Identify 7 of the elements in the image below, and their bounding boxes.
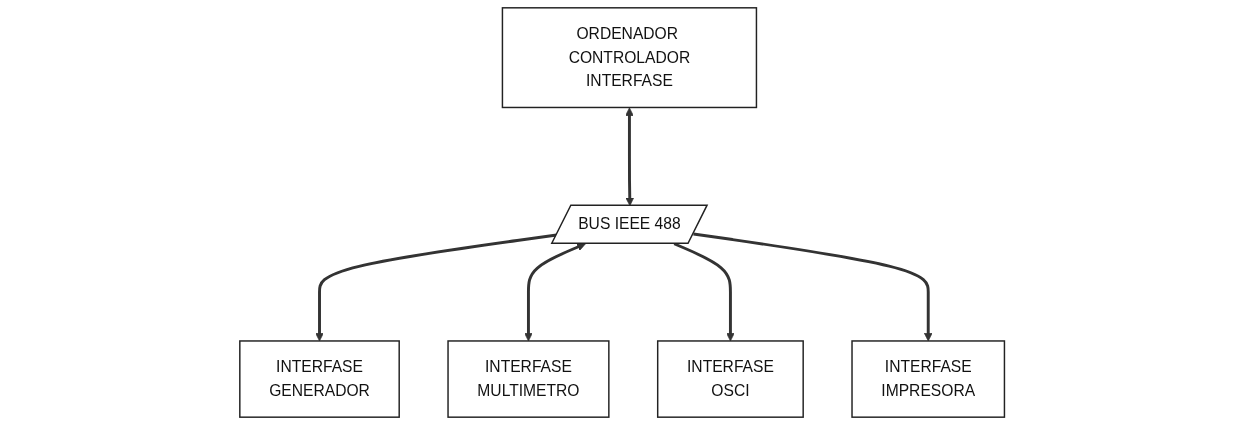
node-box: INTERFASE GENERADOR — [238, 340, 400, 418]
node-box: INTERFASE MULTIMETRO — [447, 340, 610, 418]
node-box: INTERFASE OSCI — [656, 340, 804, 418]
node-box: ORDENADOR CONTROLADOR INTERFASE — [501, 7, 758, 109]
arrow — [315, 233, 557, 342]
node-box: INTERFASE IMPRESORA — [851, 340, 1006, 418]
arrow — [693, 232, 933, 342]
